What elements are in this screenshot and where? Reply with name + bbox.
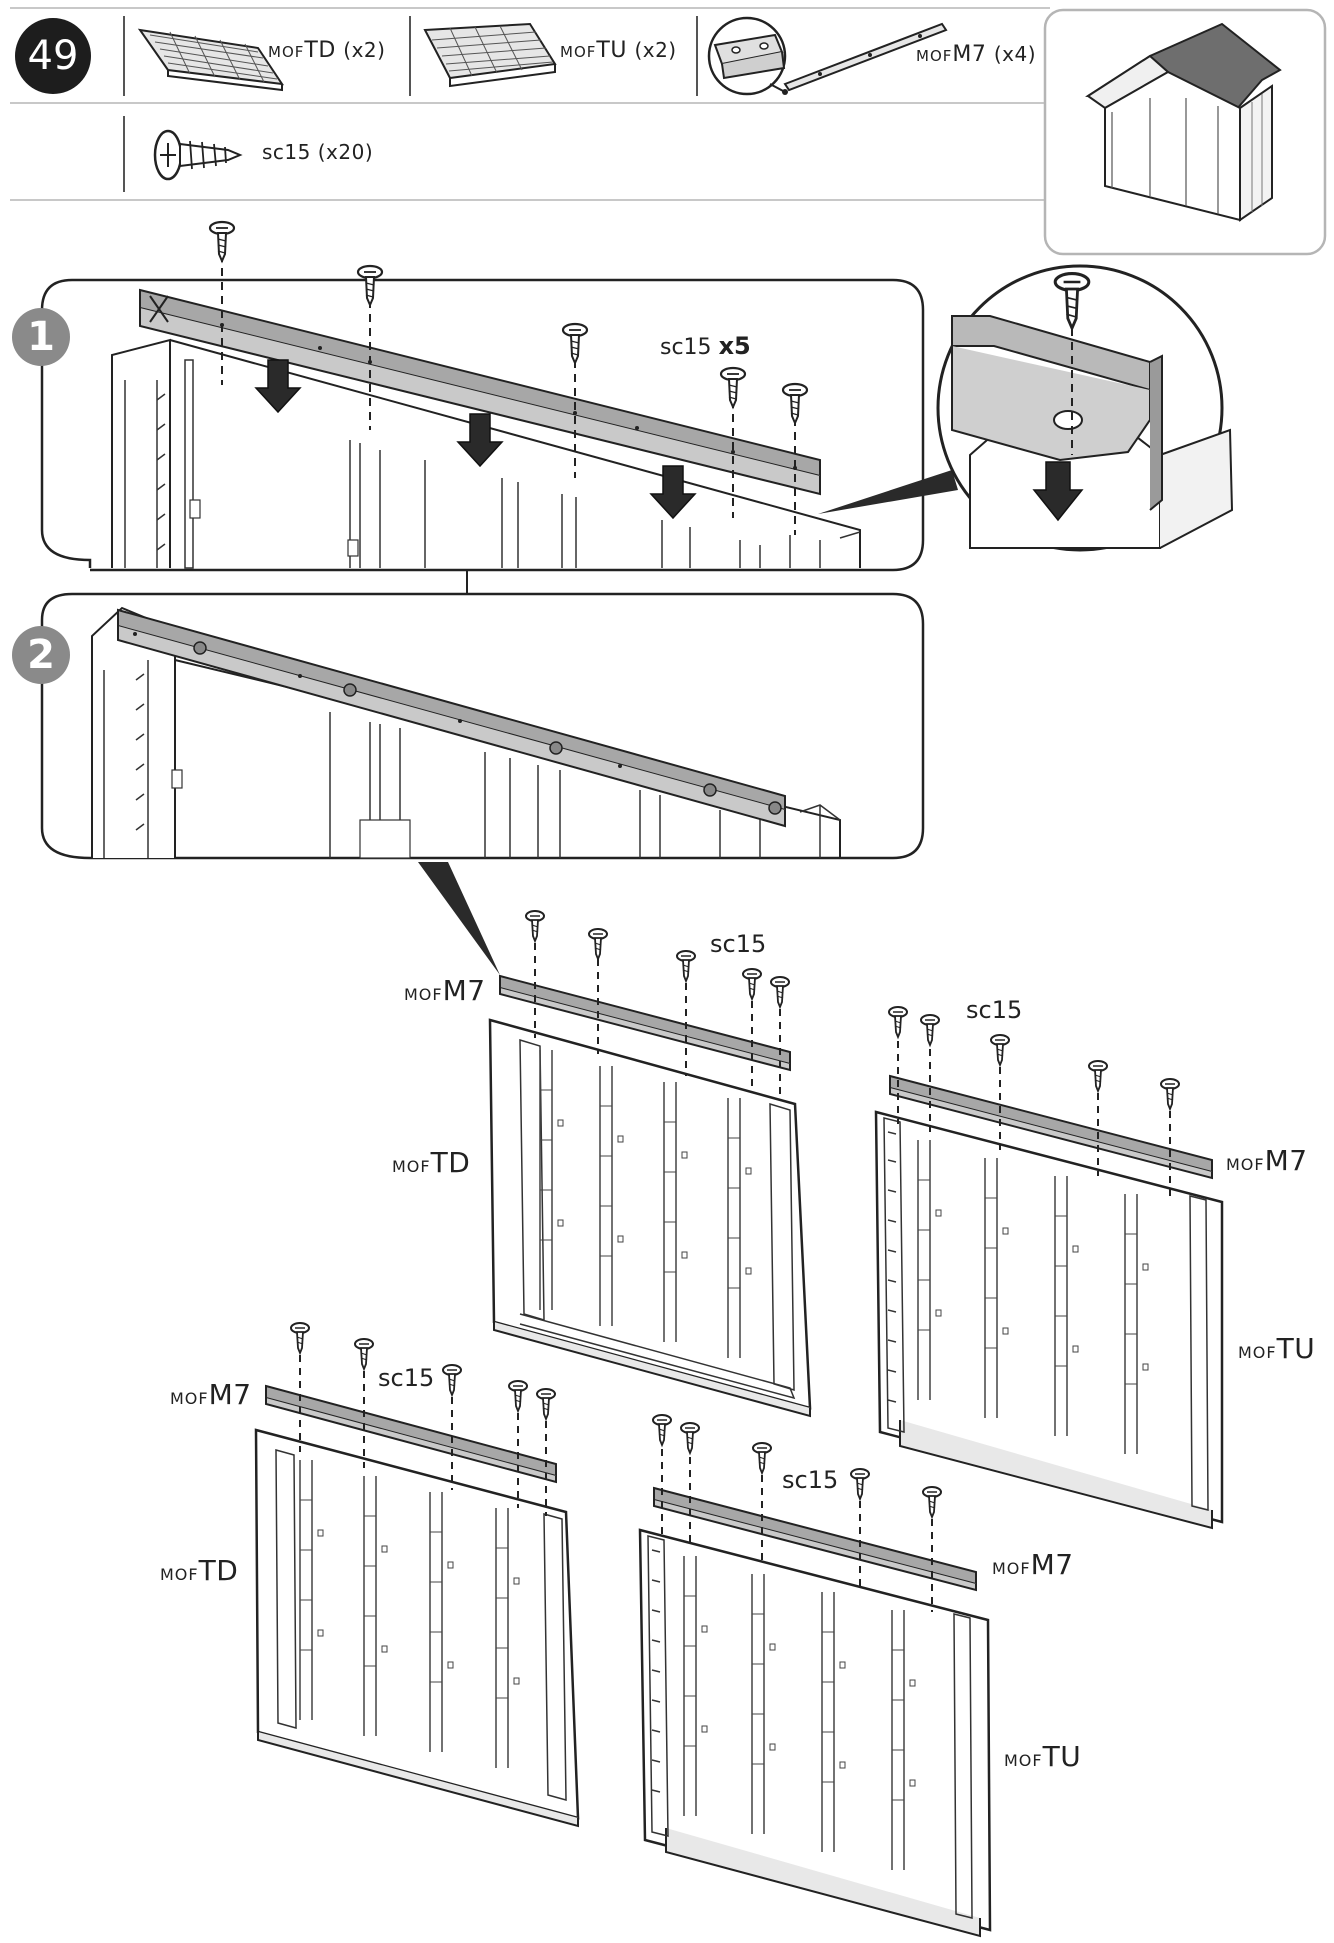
part-qty: (x2) xyxy=(634,38,677,62)
label-sc15-b: sc15 xyxy=(966,996,1023,1024)
label-code: M7 xyxy=(1030,1548,1074,1581)
step1-m7-rail xyxy=(139,288,821,496)
part-label-td: MOFTD (x2) xyxy=(268,38,385,63)
label-m7-d: MOFM7 xyxy=(992,1548,1074,1581)
part-qty: (x4) xyxy=(993,42,1037,66)
step1-wall-panel xyxy=(111,338,861,569)
part-sc15-thumbnail xyxy=(153,129,243,181)
label-prefix: MOF xyxy=(170,1389,209,1408)
label-code: TU xyxy=(1276,1332,1316,1365)
label-code: TU xyxy=(1042,1740,1082,1773)
label-td-a: MOFTD xyxy=(392,1146,470,1179)
label-prefix: MOF xyxy=(392,1157,431,1176)
label-sc15-c: sc15 xyxy=(378,1364,435,1392)
part-code: TD xyxy=(304,38,336,63)
part-prefix: MOF xyxy=(560,43,597,61)
part-code: TU xyxy=(596,38,627,63)
label-prefix: MOF xyxy=(1226,1155,1265,1174)
assembly-tu-upper xyxy=(874,1006,1224,1530)
step2-wall-panel xyxy=(91,606,841,859)
label-m7-c: MOFM7 xyxy=(170,1378,252,1411)
label-code: TD xyxy=(198,1554,239,1587)
label-prefix: MOF xyxy=(160,1565,199,1584)
part-label-tu: MOFTU (x2) xyxy=(560,38,677,63)
step1-screws xyxy=(208,220,809,535)
label-m7-a: MOFM7 xyxy=(404,974,486,1007)
shed-overview-thumbnail xyxy=(1043,8,1327,256)
label-sc15-d: sc15 xyxy=(782,1466,839,1494)
sub-step-number: 1 xyxy=(27,314,55,360)
part-label-m7: MOFM7 (x4) xyxy=(916,42,1036,67)
step-number: 49 xyxy=(27,33,79,79)
part-tu-thumbnail xyxy=(423,22,557,88)
label-code: M7 xyxy=(208,1378,252,1411)
assembly-td-upper xyxy=(488,910,812,1418)
part-label-sc15: sc15 (x20) xyxy=(262,140,373,164)
assembly-td-lower xyxy=(254,1322,580,1828)
sub-step-number: 2 xyxy=(27,632,55,678)
label-tu-d: MOFTU xyxy=(1004,1740,1081,1773)
label-prefix: MOF xyxy=(404,985,443,1004)
part-prefix: MOF xyxy=(916,47,953,65)
part-qty: (x2) xyxy=(343,38,386,62)
label-prefix: MOF xyxy=(1004,1751,1043,1770)
label-prefix: MOF xyxy=(992,1559,1031,1578)
part-m7-thumbnail xyxy=(707,16,948,96)
screw-count-callout: sc15 x5 xyxy=(660,332,751,360)
part-code: sc15 xyxy=(262,140,311,164)
label-code: M7 xyxy=(442,974,486,1007)
step-number-badge: 49 xyxy=(15,18,91,94)
screw-qty: x5 xyxy=(718,332,751,360)
step2-m7-rail-fixed xyxy=(117,608,786,828)
label-m7-b: MOFM7 xyxy=(1226,1144,1308,1177)
label-prefix: MOF xyxy=(1238,1343,1277,1362)
sub-step-2-badge: 2 xyxy=(12,626,70,684)
zoom-detail-circle xyxy=(936,264,1234,552)
assembly-tu-lower xyxy=(638,1414,992,1938)
screw-code: sc15 xyxy=(660,335,712,360)
label-tu-b: MOFTU xyxy=(1238,1332,1315,1365)
part-td-thumbnail xyxy=(137,28,285,92)
part-qty: (x20) xyxy=(317,140,374,164)
label-code: M7 xyxy=(1264,1144,1308,1177)
sub-step-1-badge: 1 xyxy=(12,308,70,366)
label-code: TD xyxy=(430,1146,471,1179)
label-sc15-a: sc15 xyxy=(710,930,767,958)
label-td-c: MOFTD xyxy=(160,1554,238,1587)
part-code: M7 xyxy=(952,42,987,67)
part-prefix: MOF xyxy=(268,43,305,61)
